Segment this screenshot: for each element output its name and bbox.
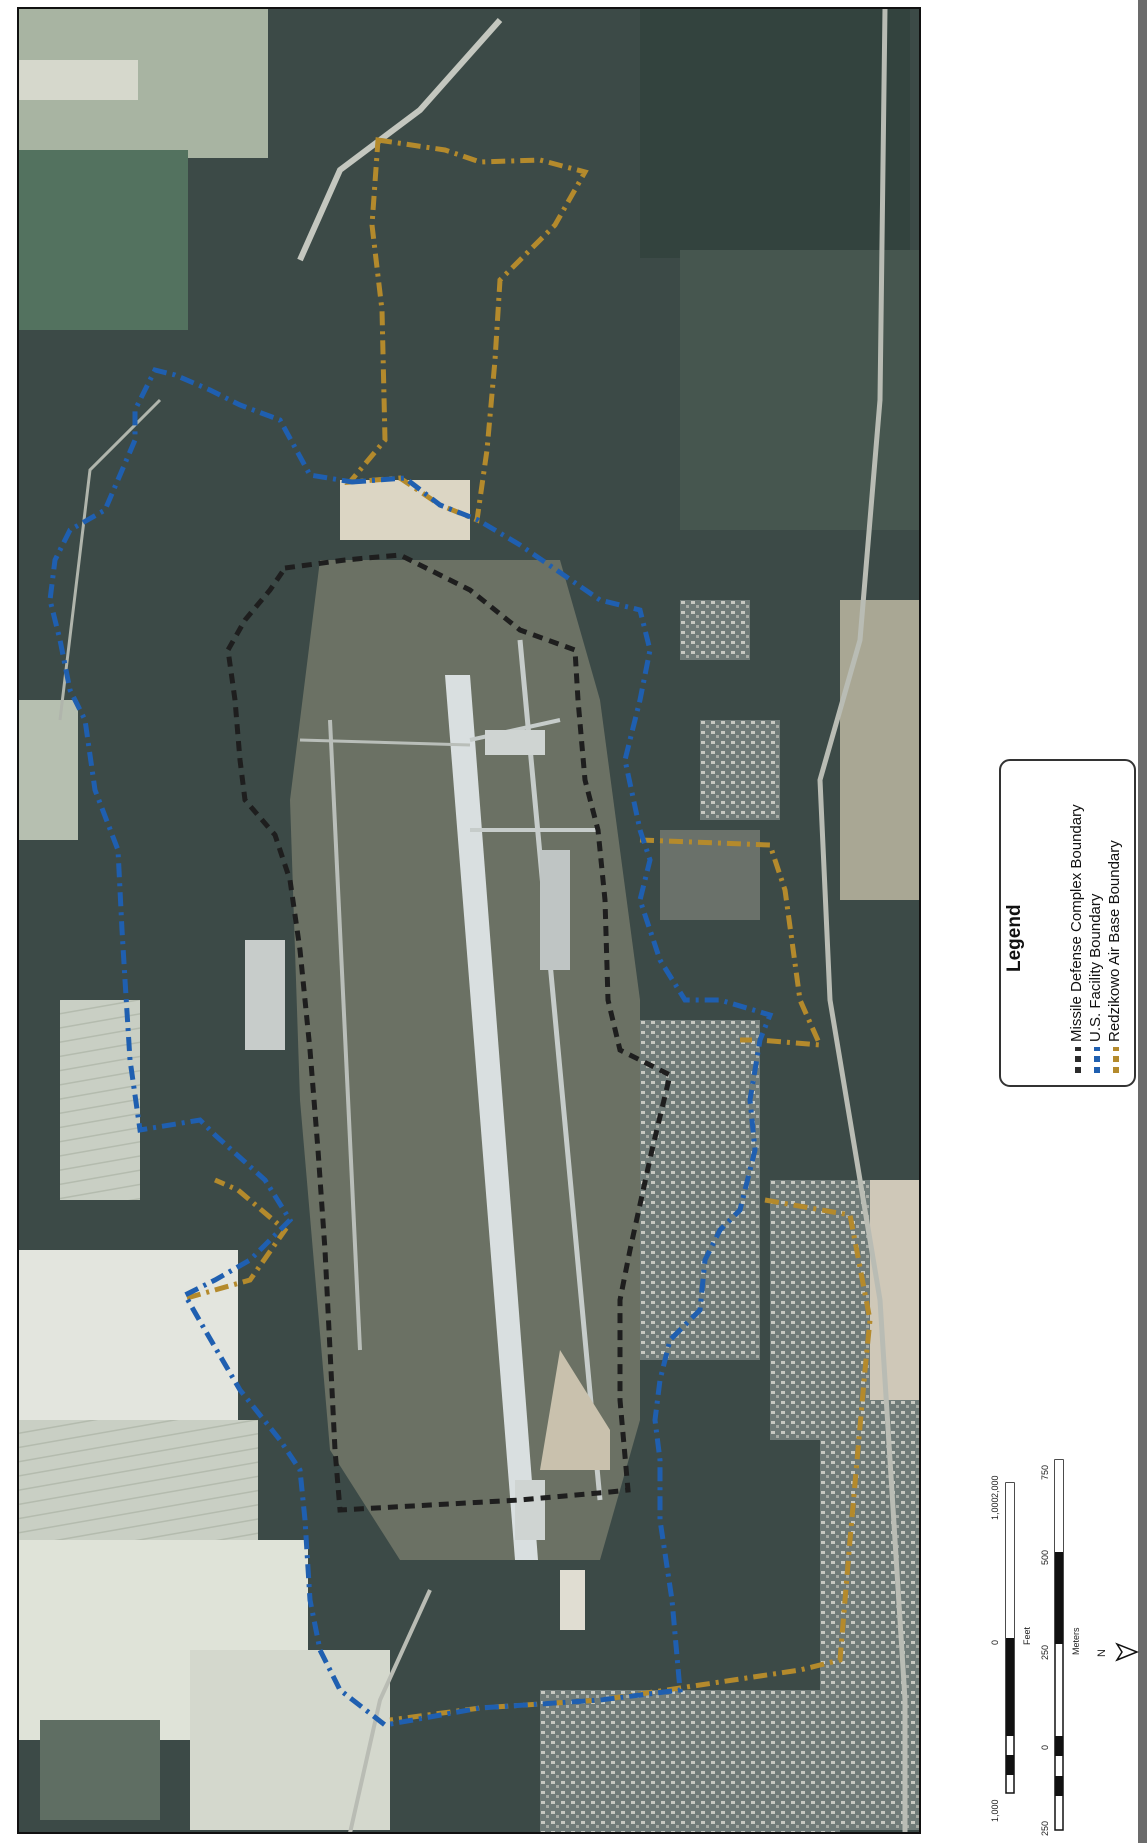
field-right-top (640, 8, 910, 258)
field-top-left-strip (18, 60, 138, 100)
town-bottom (540, 1690, 840, 1833)
scale-bar-meters (1054, 1459, 1064, 1831)
scale-meters-tick-0: 250 (1040, 1820, 1050, 1836)
map-frame (17, 7, 921, 1834)
apron-3 (245, 940, 285, 1050)
scale-meters-tick-2: 250 (1040, 1644, 1050, 1660)
field-left-bottom-crops (18, 1420, 258, 1550)
scale-meters-unit: Meters (1071, 1627, 1081, 1655)
town-right-mid (770, 1180, 870, 1440)
legend-title: Legend (1004, 904, 1025, 972)
taxiway-main (517, 639, 603, 1501)
taxiway-left (328, 719, 362, 1351)
apron-2 (540, 850, 570, 970)
legend-box (999, 759, 1136, 1087)
scale-meters-tick-3: 500 (1040, 1549, 1050, 1565)
field-right-middle (680, 250, 920, 530)
scale-feet-unit: Feet (1022, 1626, 1032, 1645)
field-bottom-left (190, 1650, 390, 1830)
scale-bar-feet (1005, 1482, 1015, 1794)
scale-feet-tick-0: 1,000 (990, 1799, 1000, 1822)
field-left-bottom (18, 1250, 238, 1450)
airfield-grass (290, 560, 640, 1560)
scale-feet-tick-1: 0 (990, 1639, 1000, 1645)
apron-1 (485, 730, 545, 755)
legend-label-missile: Missile Defense Complex Boundary (1068, 804, 1085, 1042)
field-left-crops (60, 1000, 140, 1200)
scale-feet-tick-3: 2,000 (990, 1475, 1000, 1498)
north-arrow-icon (1115, 1642, 1140, 1662)
field-left-green (18, 150, 188, 330)
paper-edge (1138, 0, 1147, 1843)
base-buildings-2 (680, 600, 750, 660)
us-facility-boundary (47, 367, 774, 1728)
scale-meters-tick-1: 0 (1040, 1744, 1050, 1750)
scale-feet-tick-2: 1,000 (990, 1497, 1000, 1520)
legend-label-airbase: Redzikowo Air Base Boundary (1106, 840, 1123, 1042)
road-right (817, 7, 908, 1833)
apron-triangle (540, 1350, 610, 1470)
apron-south (560, 1570, 585, 1630)
field-bottom-green (40, 1720, 160, 1820)
base-buildings-1 (640, 1020, 760, 1360)
road-bottom (348, 1589, 432, 1834)
runway-end-pad (515, 1480, 545, 1540)
legend-label-facility: U.S. Facility Boundary (1087, 893, 1104, 1042)
runway (445, 675, 538, 1560)
base-buildings-3 (700, 720, 780, 820)
missile-defense-boundary (225, 552, 673, 1513)
field-right-crops (840, 600, 920, 900)
field-left-light (18, 700, 78, 840)
taxiway-cross-3 (299, 738, 471, 747)
north-label: N (1096, 1649, 1108, 1657)
scale-meters-tick-4: 750 (1040, 1464, 1050, 1480)
